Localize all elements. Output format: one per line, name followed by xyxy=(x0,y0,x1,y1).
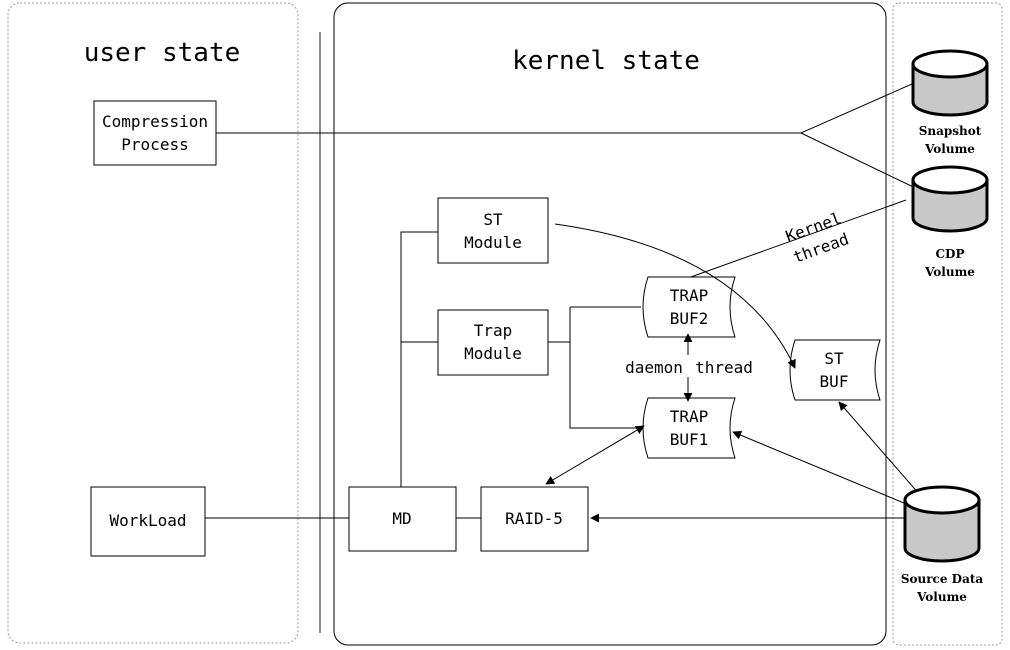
kernel-state-region xyxy=(333,2,887,646)
source-data-volume-label-2: Volume xyxy=(916,590,967,604)
svg-text:Process: Process xyxy=(121,135,188,154)
thread-label: thread xyxy=(695,358,753,377)
workload-box[interactable]: WorkLoad xyxy=(90,486,206,557)
trap-buf2-buffer[interactable]: TRAP BUF2 xyxy=(642,276,736,338)
source-data-volume-label: Source Data xyxy=(901,572,984,586)
svg-text:ST: ST xyxy=(824,349,844,368)
snapshot-volume-label: Snapshot xyxy=(919,124,982,138)
st-buf-buffer[interactable]: ST BUF xyxy=(789,339,881,401)
raid5-box[interactable]: RAID-5 xyxy=(480,486,589,552)
svg-text:WorkLoad: WorkLoad xyxy=(109,511,186,530)
svg-text:BUF1: BUF1 xyxy=(670,430,709,449)
svg-text:BUF2: BUF2 xyxy=(670,309,709,328)
compression-process-box[interactable]: Compression Process xyxy=(93,100,217,166)
svg-text:RAID-5: RAID-5 xyxy=(505,509,563,528)
daemon-label: daemon xyxy=(625,358,683,377)
svg-text:Trap: Trap xyxy=(474,321,513,340)
snapshot-volume-icon[interactable] xyxy=(911,49,989,117)
user-state-region xyxy=(7,2,299,644)
source-data-volume-icon[interactable] xyxy=(903,485,981,563)
svg-text:BUF: BUF xyxy=(820,372,849,391)
svg-text:ST: ST xyxy=(483,210,503,229)
trap-module-box[interactable]: Trap Module xyxy=(437,309,549,376)
user-state-title: user state xyxy=(84,38,241,68)
cdp-volume-label-2: Volume xyxy=(924,265,975,279)
svg-text:TRAP: TRAP xyxy=(670,286,709,305)
svg-text:Module: Module xyxy=(464,233,522,252)
cdp-volume-label: CDP xyxy=(936,247,965,261)
cdp-volume-icon[interactable] xyxy=(911,165,989,233)
volumes-region xyxy=(892,2,1003,646)
trap-buf1-buffer[interactable]: TRAP BUF1 xyxy=(642,397,736,459)
md-box[interactable]: MD xyxy=(348,486,457,552)
svg-text:TRAP: TRAP xyxy=(670,407,709,426)
svg-text:Module: Module xyxy=(464,344,522,363)
kernel-thread-label: Kernel thread xyxy=(783,209,851,267)
daemon-label-bg xyxy=(620,355,755,377)
svg-text:MD: MD xyxy=(392,509,411,528)
arrow-connections xyxy=(545,75,941,523)
svg-text:Compression: Compression xyxy=(102,112,208,131)
kernel-state-title: kernel state xyxy=(512,46,700,76)
snapshot-volume-label-2: Volume xyxy=(924,142,975,156)
st-module-box[interactable]: ST Module xyxy=(437,197,549,264)
